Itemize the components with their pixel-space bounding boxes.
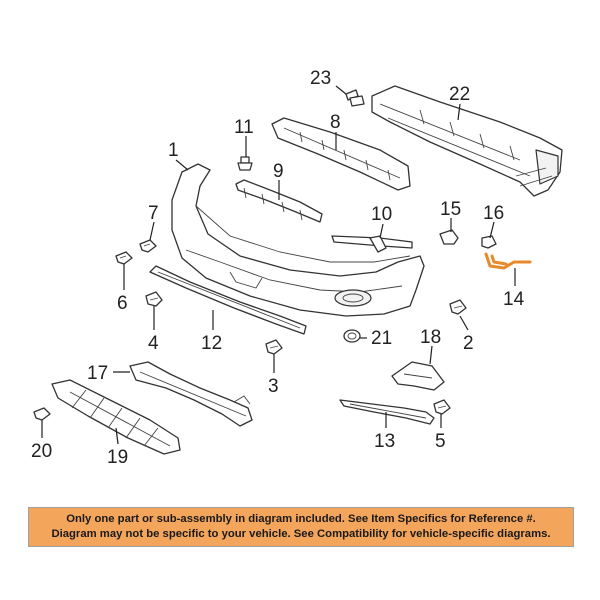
- part-10-center-bracket: [331, 235, 413, 253]
- leader-10: [379, 223, 384, 239]
- part-9-bracket: [235, 179, 323, 223]
- callout-17: 17: [87, 363, 108, 384]
- callout-2: 2: [463, 333, 474, 354]
- callout-10: 10: [371, 204, 392, 225]
- callout-11: 11: [234, 117, 254, 138]
- callout-14: 14: [503, 289, 525, 310]
- callout-19: 19: [107, 447, 128, 468]
- part-13-molding: [339, 399, 435, 425]
- part-8-absorber: [271, 117, 411, 191]
- leader-23: [335, 85, 347, 95]
- leader-16: [489, 221, 495, 239]
- part-14-bracket-highlighted: [484, 252, 532, 270]
- callout-numbers: 1 2 3 4 5 6 7 8 9 10 11 12 13 14 15 16 1…: [31, 68, 525, 468]
- callout-1: 1: [168, 140, 179, 161]
- callout-9: 9: [273, 161, 284, 182]
- part-20-bolt: [33, 407, 51, 421]
- part-19-grille-insert: [51, 379, 181, 455]
- leader-22: [457, 103, 461, 121]
- callout-4: 4: [148, 333, 159, 354]
- callout-6: 6: [117, 293, 128, 314]
- part-16-clip: [481, 235, 497, 249]
- leader-lines: [41, 85, 516, 445]
- callout-18: 18: [420, 327, 441, 348]
- part-2-clip: [449, 299, 467, 315]
- part-6-bolt: [115, 251, 133, 265]
- part-7-bolt: [139, 239, 157, 253]
- part-3-clip: [265, 339, 283, 355]
- part-11-bolt: [237, 156, 253, 171]
- leader-19: [115, 427, 119, 445]
- leader-1: [175, 159, 189, 171]
- callout-20: 20: [31, 441, 52, 462]
- leader-18: [429, 345, 433, 365]
- callout-16: 16: [483, 203, 504, 224]
- disclaimer-line-2: Diagram may not be specific to your vehi…: [51, 528, 551, 540]
- part-4-clip: [145, 291, 163, 307]
- part-12-lower-strip: [149, 265, 307, 335]
- part-21-grommet: [343, 329, 361, 343]
- callout-12: 12: [201, 333, 222, 354]
- disclaimer-banner: Only one part or sub-assembly in diagram…: [28, 507, 574, 547]
- leader-2: [459, 315, 469, 331]
- part-5-clip: [433, 399, 451, 415]
- disclaimer-line-1: Only one part or sub-assembly in diagram…: [66, 513, 536, 525]
- part-17-lower-bracket: [129, 361, 253, 427]
- part-23-bolt: [345, 89, 365, 107]
- part-18-deflector: [391, 361, 445, 391]
- callout-22: 22: [449, 84, 470, 105]
- leader-7: [149, 221, 155, 241]
- callout-15: 15: [440, 199, 461, 220]
- part-1-bumper-cover: [171, 163, 425, 317]
- highlight-outline: [484, 252, 532, 270]
- callout-8: 8: [330, 112, 341, 133]
- callout-5: 5: [435, 431, 446, 452]
- callout-7: 7: [148, 203, 159, 224]
- callout-23: 23: [310, 68, 331, 89]
- callout-13: 13: [374, 431, 395, 452]
- part-15-clip: [439, 229, 459, 245]
- callout-21: 21: [371, 328, 392, 349]
- callout-3: 3: [268, 376, 279, 397]
